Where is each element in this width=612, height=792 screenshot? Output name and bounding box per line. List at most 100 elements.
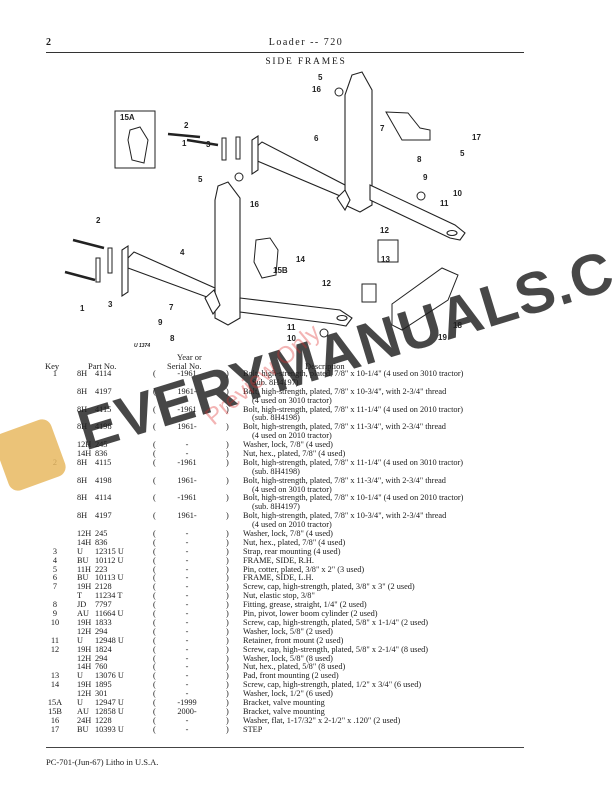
part-prefix: 12H <box>77 529 92 539</box>
part-number: 7797 <box>95 600 112 610</box>
paren: ( <box>153 591 156 601</box>
part-prefix: 8H <box>77 369 88 378</box>
callout-label: 18 <box>453 321 462 330</box>
key-cell: 2 <box>52 457 58 467</box>
part-prefix: 12H <box>77 626 92 636</box>
section-title: SIDE FRAMES <box>265 57 347 67</box>
paren: ) <box>226 626 229 636</box>
part-prefix: 19H <box>77 680 92 690</box>
callout-label: 7 <box>169 303 174 312</box>
part-prefix: BU <box>77 573 89 583</box>
paren: ( <box>153 635 156 645</box>
year-serial: - <box>185 724 189 734</box>
description: FRAME, SIDE, R.H. <box>243 555 314 565</box>
key-cell: 1 <box>52 369 58 378</box>
part-prefix: BU <box>77 724 89 734</box>
key-cell: 17 <box>50 724 60 734</box>
callout-labels: 5 16 15A 2 3 1 5 16 6 7 17 5 8 9 10 11 1… <box>80 73 481 349</box>
paren: ( <box>153 697 156 707</box>
paren: ) <box>226 644 229 654</box>
description: Washer, flat, 1-17/32" x 2-1/2" x .120" … <box>243 715 401 725</box>
callout-label: 5 <box>318 73 323 82</box>
paren: ( <box>153 546 156 556</box>
paren: ( <box>153 386 156 396</box>
paren: ( <box>153 529 156 539</box>
description: Bolt, high-strength, plated, 7/8" x 10-3… <box>243 386 447 396</box>
description: Nut, hex., plated, 5/8" (8 used) <box>243 662 346 672</box>
part-prefix: U <box>77 546 83 556</box>
part-number: 4114 <box>95 493 112 503</box>
part-prefix: 19H <box>77 617 92 627</box>
part-number: 4197 <box>95 511 112 521</box>
year-serial: - <box>185 582 189 592</box>
paren: ( <box>153 626 156 636</box>
paren: ) <box>226 440 229 450</box>
part-number: 12948 U <box>95 635 124 645</box>
paren: ( <box>153 706 156 716</box>
paren: ) <box>226 635 229 645</box>
paren: ) <box>226 662 229 672</box>
paren: ( <box>153 369 156 378</box>
part-prefix: 14H <box>77 449 92 459</box>
description: Bolt, high-strength, plated, 7/8" x 11-3… <box>243 475 446 485</box>
key-cell: 8 <box>52 600 58 610</box>
part-prefix: 19H <box>77 582 92 592</box>
description: Fitting, grease, straight, 1/4" (2 used) <box>243 600 367 610</box>
paren: ( <box>153 715 156 725</box>
part-prefix: AU <box>77 706 89 716</box>
description: Screw, cap, high-strength, plated, 5/8" … <box>243 617 429 627</box>
part-number: 245 <box>95 529 108 539</box>
paren: ) <box>226 573 229 583</box>
paren: ( <box>153 689 156 699</box>
year-serial: - <box>185 546 189 556</box>
year-serial: 2000- <box>177 706 197 716</box>
part-prefix: 24H <box>77 715 92 725</box>
callout-label: 10 <box>453 189 462 198</box>
year-serial: - <box>185 600 189 610</box>
key-cell: 10 <box>50 617 60 627</box>
callout-label: 6 <box>314 134 319 143</box>
paren: ( <box>153 582 156 592</box>
part-prefix: 12H <box>77 440 92 450</box>
paren: ) <box>226 546 229 556</box>
year-serial: -1999 <box>177 697 197 707</box>
paren: ( <box>153 617 156 627</box>
year-serial: - <box>185 449 189 459</box>
part-number: 10112 U <box>95 555 124 565</box>
part-number: 294 <box>95 626 108 636</box>
year-serial: - <box>185 671 189 681</box>
description: Bracket, valve mounting <box>243 697 325 707</box>
description: Bolt, high-strength, plated, 7/8" x 10-1… <box>243 369 464 378</box>
part-number: 11664 U <box>95 609 124 619</box>
part-prefix: U <box>77 671 83 681</box>
callout-label: 8 <box>170 334 175 343</box>
paren: ( <box>153 422 156 432</box>
paren: ) <box>226 582 229 592</box>
key-cell: 7 <box>52 582 58 592</box>
paren: ) <box>226 697 229 707</box>
part-prefix: 8H <box>77 457 88 467</box>
year-serial: - <box>185 564 189 574</box>
part-number: 10113 U <box>95 573 124 583</box>
callout-label: 15B <box>273 266 288 275</box>
paren: ( <box>153 662 156 672</box>
callout-label: 19 <box>438 333 447 342</box>
part-prefix: 19H <box>77 644 92 654</box>
callout-label: 15A <box>120 113 135 122</box>
part-prefix: BU <box>77 555 89 565</box>
part-number: 4198 <box>95 475 112 485</box>
